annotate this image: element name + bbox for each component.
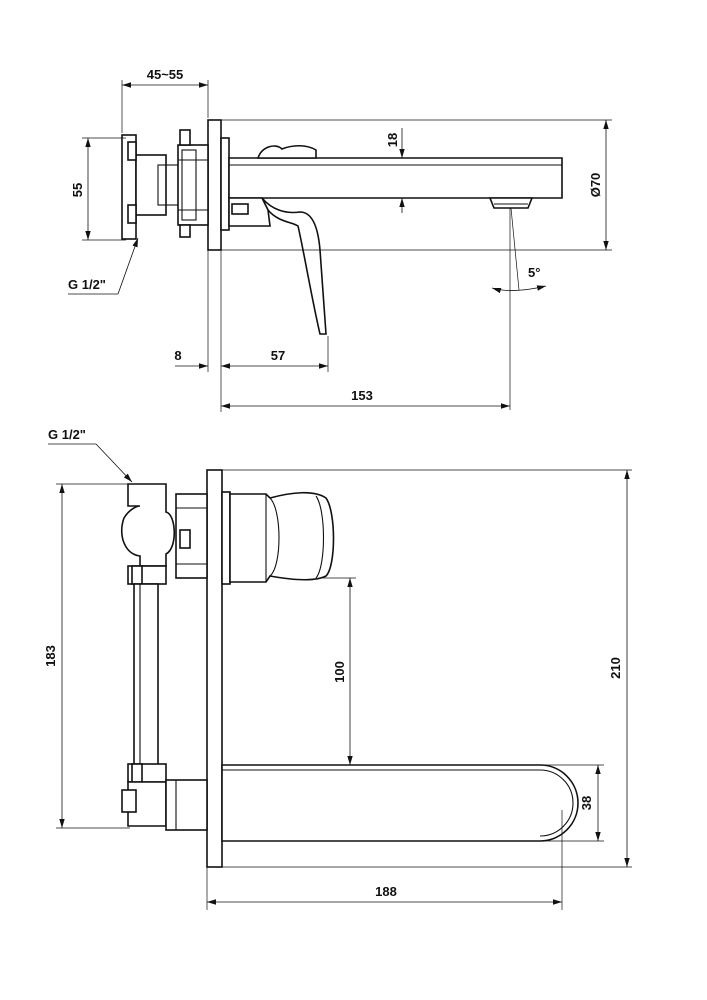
connecting-pipe [133,583,159,769]
dim-label-18: 18 [385,133,400,147]
dim-label-45-55: 45~55 [147,67,184,82]
thread-label-top: G 1/2" [68,277,106,292]
lower-flange [165,779,208,831]
dim-label-55: 55 [70,183,85,197]
wall-plate-front [206,469,223,868]
dim-label-183: 183 [43,645,58,667]
plate-collar [220,137,230,231]
dim-label-100: 100 [332,661,347,683]
front-view: G 1/2" 183 100 210 38 188 [43,427,632,910]
dim-label-153: 153 [351,388,373,403]
spout-body [228,157,563,199]
lever-blade [261,197,327,335]
upper-inlet-body [120,483,176,567]
aerator [488,197,534,209]
spout-front [221,764,579,842]
dim-label-diameter-70: Ø70 [588,173,603,198]
dim-label-8: 8 [174,348,181,363]
lever-top [256,144,317,159]
dim-label-188: 188 [375,884,397,899]
thread-label-front: G 1/2" [48,427,86,442]
plate-collar-front [221,491,231,585]
side-view: 45~55 55 G 1/2" 18 Ø70 5° 8 57 [68,67,612,412]
lever-handle-front [229,491,335,583]
dim-label-210: 210 [608,657,623,679]
mounting-body [135,154,167,216]
dim-label-angle-5: 5° [528,265,540,280]
dim-label-38: 38 [579,796,594,810]
mounting-sleeve [177,144,209,226]
wall-plate [207,119,222,251]
dim-label-57: 57 [271,348,285,363]
